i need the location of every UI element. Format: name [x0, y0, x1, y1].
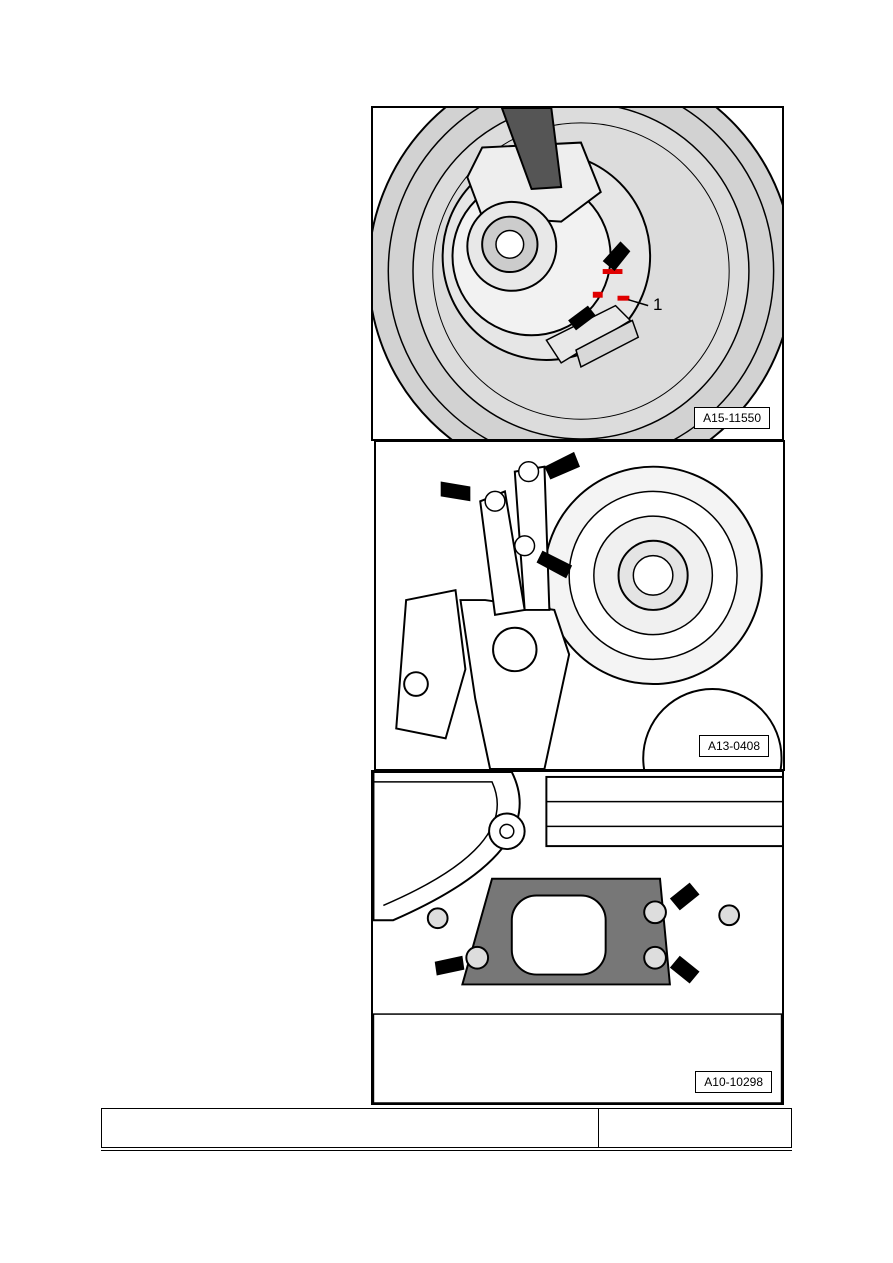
figure-crankshaft-pulley: 1 A15-11550	[371, 106, 784, 441]
figure-label: A10-10298	[695, 1071, 772, 1093]
footer-left-cell	[101, 1108, 599, 1148]
footer-table	[101, 1108, 792, 1148]
mount-illustration	[373, 772, 782, 1103]
callout-number: 1	[653, 295, 663, 314]
figure-engine-mount: A10-10298	[371, 770, 784, 1105]
pulley-illustration	[373, 108, 782, 439]
figure-tensioner-bracket: A13-0408	[374, 440, 785, 771]
figure-label: A13-0408	[698, 735, 769, 757]
footer-rule	[101, 1150, 792, 1151]
bracket-illustration	[376, 442, 783, 769]
figure-label: A15-11550	[694, 407, 770, 429]
footer-right-cell	[598, 1108, 792, 1148]
